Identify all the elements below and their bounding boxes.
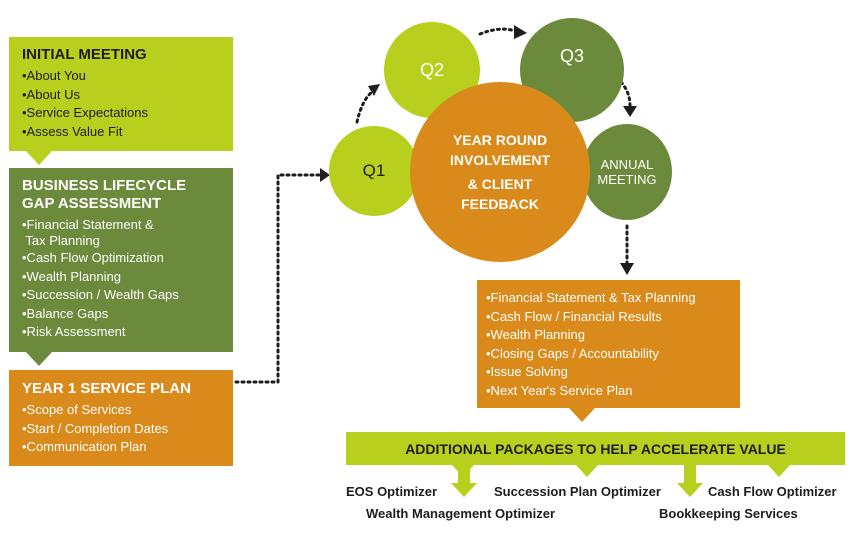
package-pointer-succession [576,465,598,477]
list-item: •Next Year's Service Plan [486,382,633,398]
annual-results-box: •Financial Statement & Tax Planning •Cas… [477,280,740,408]
list-item: •About Us [22,86,81,102]
list-item: •Financial Statement & Tax Planning [486,290,696,305]
list-item: Tax Planning [22,233,100,248]
service-plan-list: •Scope of Services •Start / Completion D… [22,401,233,457]
list-item: •Cash Flow Optimization [22,250,164,265]
annual-meeting-label-line2: MEETING [597,172,657,187]
center-label-line1: YEAR ROUND [452,132,548,148]
list-item: •Wealth Planning [486,327,585,343]
package-pointer-bookkeeping [677,483,703,497]
list-item: •Issue Solving [486,364,568,380]
packages-banner: ADDITIONAL PACKAGES TO HELP ACCELERATE V… [346,432,845,465]
list-item: •Closing Gaps / Accountability [486,345,659,361]
gap-assessment-list: •Financial Statement & Tax Planning •Cas… [22,217,233,342]
arrowhead-icon [514,25,527,39]
q2-label: Q2 [419,59,444,80]
bookkeeping-services-label: Bookkeeping Services [659,506,798,521]
list-item: •Succession / Wealth Gaps [22,287,179,303]
list-item: •Cash Flow / Financial Results [486,308,662,324]
q1-to-q2-connector [355,90,374,124]
arrowhead-icon [623,106,637,117]
q3-label: Q3 [559,45,584,66]
list-item: •About You [22,68,86,83]
year-round-center-circle: YEAR ROUND INVOLVEMENT & CLIENT FEEDBACK [410,82,590,262]
annual-results-list: •Financial Statement & Tax Planning •Cas… [486,289,740,401]
gap-assessment-title-line2: GAP ASSESSMENT [22,195,162,212]
package-pointer-bookkeeping-stem [684,465,696,483]
center-label-line3: & CLIENT [467,176,533,192]
eos-optimizer-label: EOS Optimizer [346,484,438,499]
list-item: •Financial Statement & [22,217,154,232]
list-item: •Assess Value Fit [22,123,123,139]
list-item: •Start / Completion Dates [22,420,169,436]
initial-meeting-pointer [26,151,52,165]
service-plan-box: YEAR 1 SERVICE PLAN •Scope of Services •… [9,370,233,466]
q1-label: Q1 [362,161,386,180]
list-item: •Scope of Services [22,402,132,417]
list-item: •Service Expectations [22,105,148,121]
packages-title: ADDITIONAL PACKAGES TO HELP ACCELERATE V… [405,440,786,457]
package-pointer-wealth [451,483,477,497]
arrowhead-icon [368,84,380,96]
list-item: •Balance Gaps [22,305,109,321]
q1-circle: Q1 [329,126,419,216]
initial-meeting-box: INITIAL MEETING •About You •About Us •Se… [9,37,233,151]
annual-meeting-label-line1: ANNUAL [600,157,654,172]
wealth-management-optimizer-label: Wealth Management Optimizer [366,506,556,521]
service-plan-to-q1-connector [234,173,322,384]
list-item: •Communication Plan [22,439,147,455]
succession-plan-optimizer-label: Succession Plan Optimizer [494,484,661,499]
package-pointer-eos [452,465,474,477]
package-pointer-wealth-stem [458,465,470,483]
gap-assessment-pointer [26,352,52,366]
q3-to-annual-connector [619,80,632,108]
initial-meeting-title: INITIAL MEETING [22,46,147,63]
annual-results-pointer [569,408,595,422]
q2-to-q3-connector [478,27,517,36]
center-label-line4: FEEDBACK [461,196,539,212]
annual-meeting-circle: ANNUAL MEETING [582,124,672,220]
arrowhead-icon [620,263,634,275]
list-item: •Wealth Planning [22,268,121,284]
gap-assessment-title-line1: BUSINESS LIFECYCLE [22,177,187,194]
service-plan-title: YEAR 1 SERVICE PLAN [22,380,191,397]
initial-meeting-list: •About You •About Us •Service Expectatio… [22,67,233,141]
package-pointer-cashflow [768,465,790,477]
cash-flow-optimizer-label: Cash Flow Optimizer [708,484,837,499]
list-item: •Risk Assessment [22,324,126,340]
center-label-line2: INVOLVEMENT [449,152,551,168]
gap-assessment-box: BUSINESS LIFECYCLE GAP ASSESSMENT •Finan… [9,168,233,352]
